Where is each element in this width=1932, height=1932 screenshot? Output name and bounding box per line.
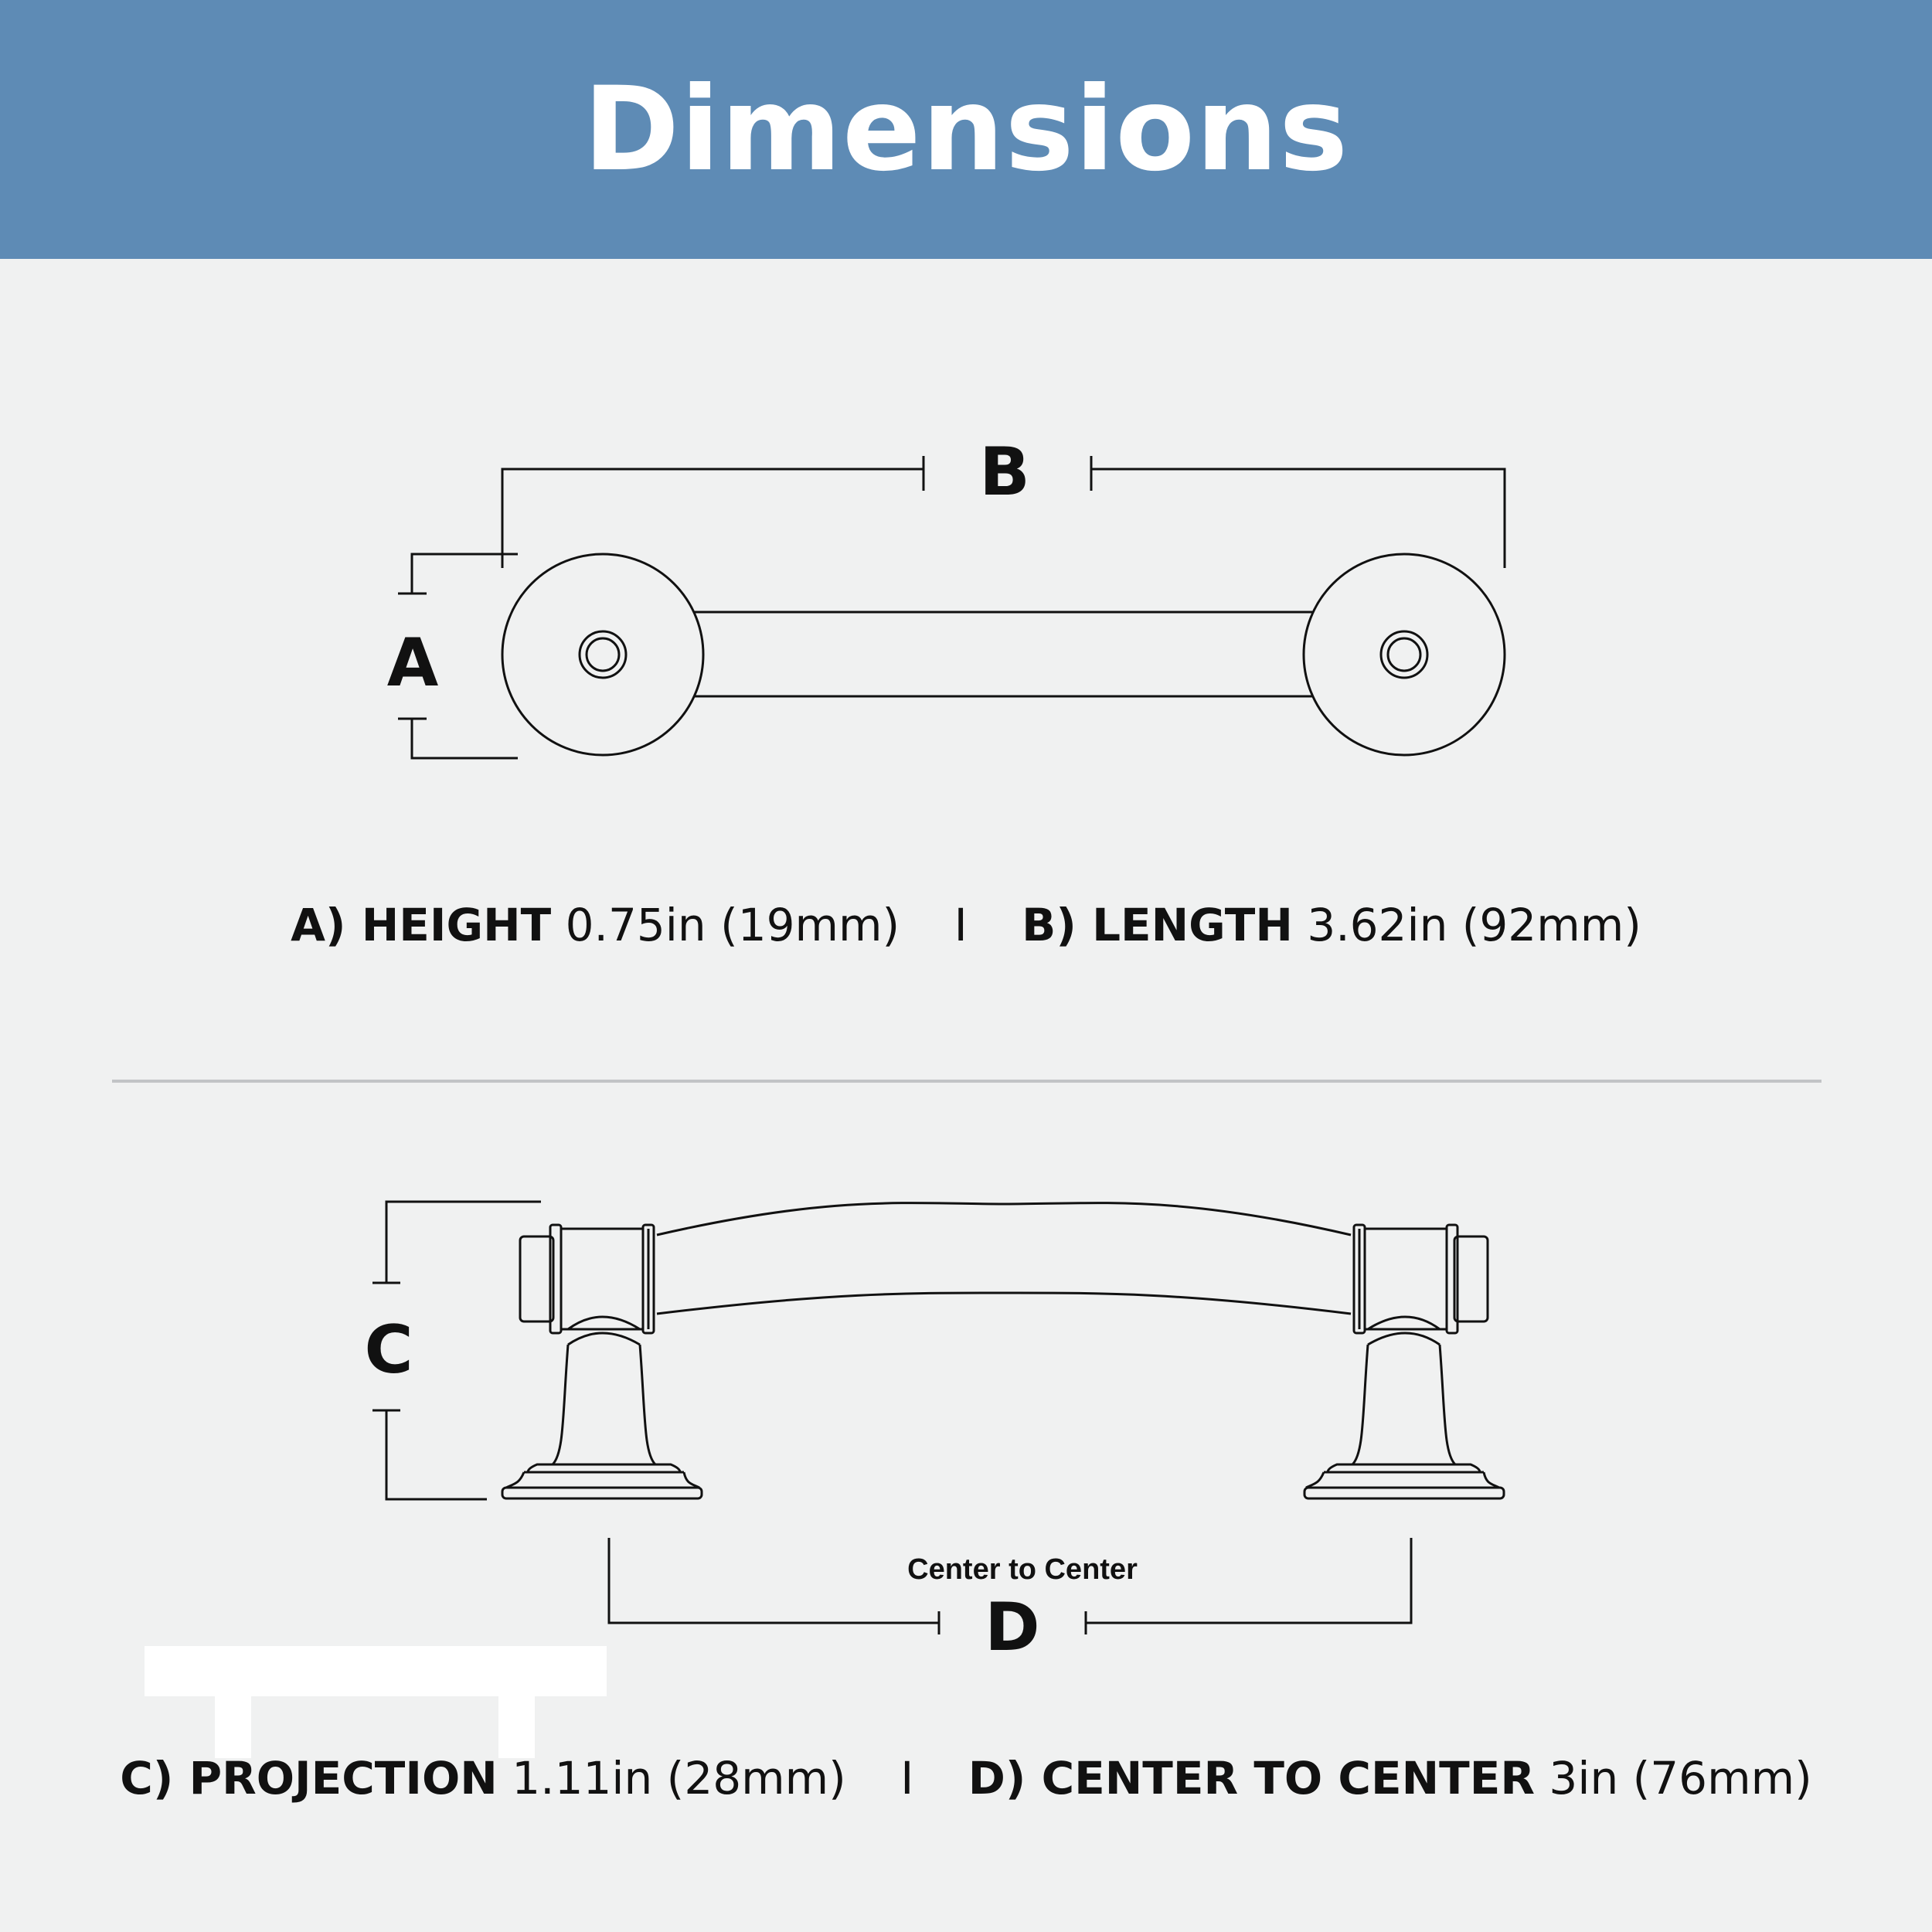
spec-b-value: 3.62in (92mm) [1307, 899, 1641, 951]
right-rose [1302, 553, 1506, 757]
label-b: B [979, 434, 1030, 511]
label-d: D [985, 1589, 1039, 1666]
dimension-d-lines [607, 1538, 1413, 1634]
spec-a-value: 0.75in (19mm) [565, 899, 900, 951]
left-rose [501, 553, 705, 757]
label-a: A [387, 624, 439, 702]
spec-separator: I [954, 899, 968, 951]
spec-a-label: A) HEIGHT [291, 899, 552, 951]
mask-bar [145, 1646, 607, 1696]
mask-leg-right [498, 1692, 535, 1758]
label-c: C [364, 1311, 413, 1389]
spec-line-top: A) HEIGHT 0.75in (19mm) I B) LENGTH 3.62… [0, 899, 1932, 951]
spec-c-label: C) PROJECTION [120, 1752, 498, 1804]
center-to-center-caption: Center to Center [907, 1553, 1138, 1586]
header-banner: Dimensions [0, 0, 1932, 259]
spec-line-bottom: C) PROJECTION 1.11in (28mm) I D) CENTER … [0, 1752, 1932, 1804]
page-title: Dimensions [583, 62, 1349, 197]
mask-leg-left [215, 1692, 251, 1758]
section-divider [112, 1080, 1821, 1083]
spec-d-value: 3in (76mm) [1549, 1752, 1812, 1804]
spec-d-label: D) CENTER TO CENTER [968, 1752, 1535, 1804]
dimension-c-lines [372, 1200, 541, 1501]
top-view-handle [501, 553, 1506, 757]
spec-separator: I [900, 1752, 914, 1804]
side-view-handle [501, 1202, 1505, 1500]
dimension-b-lines [501, 456, 1506, 568]
spec-c-value: 1.11in (28mm) [512, 1752, 846, 1804]
dimension-a-lines [398, 553, 518, 760]
spec-b-label: B) LENGTH [1022, 899, 1293, 951]
